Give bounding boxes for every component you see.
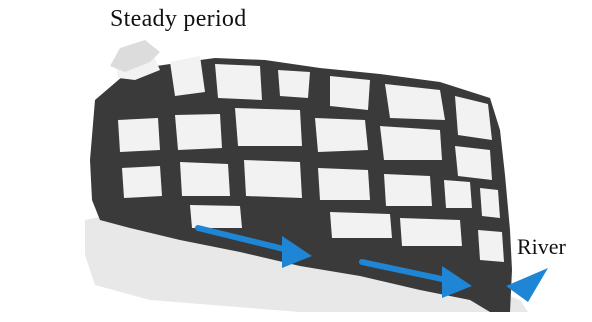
river-triangle-icon bbox=[506, 268, 548, 302]
river-label: River bbox=[517, 234, 566, 260]
diagram-title: Steady period bbox=[110, 6, 247, 33]
